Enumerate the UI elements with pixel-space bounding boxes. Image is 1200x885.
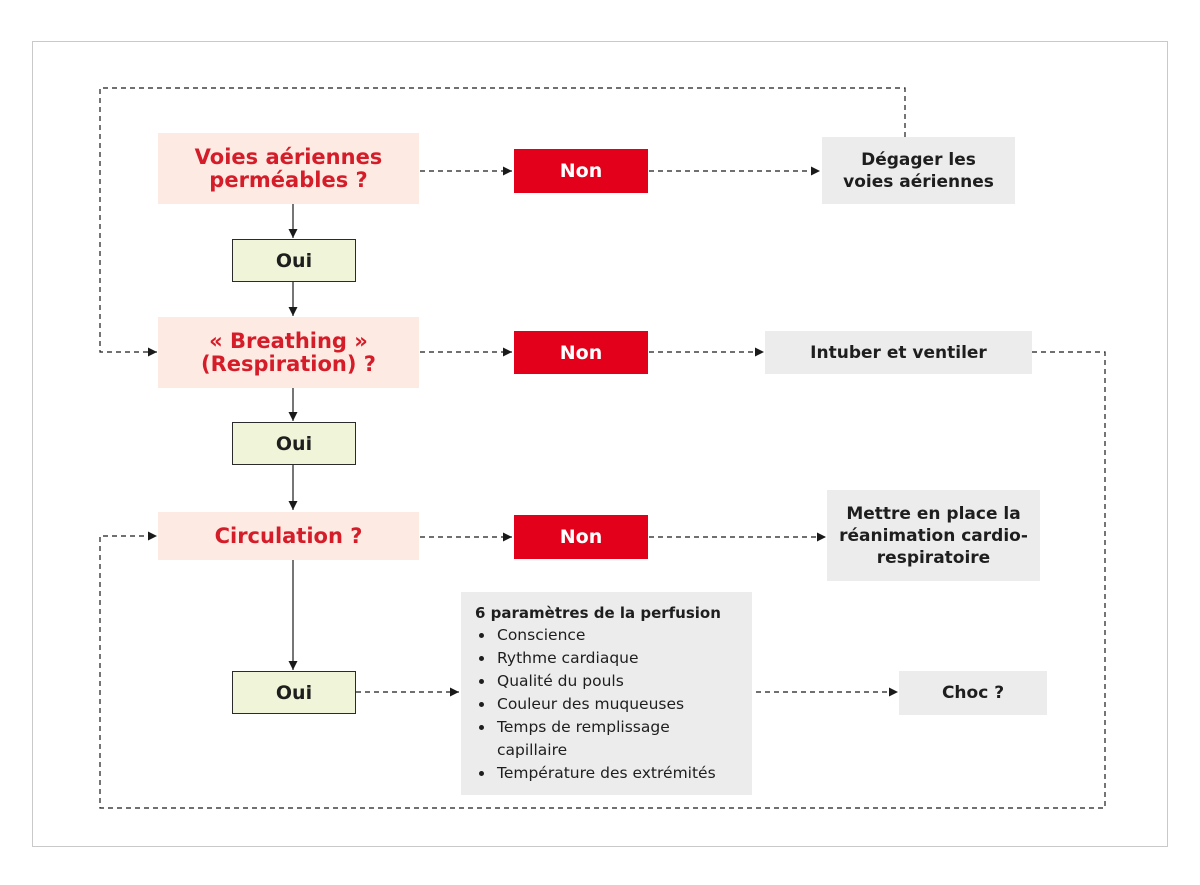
action-shock: Choc ? [899, 671, 1047, 715]
perfusion-item: Température des extrémités [495, 762, 744, 785]
perfusion-item: Temps de remplissage capillaire [495, 716, 744, 762]
perfusion-list: Conscience Rythme cardiaque Qualité du p… [475, 624, 744, 785]
question-airway-line2: perméables ? [209, 167, 368, 192]
non-box-breathing: Non [514, 331, 648, 374]
action-intubate: Intuber et ventiler [765, 331, 1032, 374]
action-clear-airway-line2: voies aériennes [843, 171, 994, 192]
perfusion-parameters-box: 6 paramètres de la perfusion Conscience … [461, 592, 752, 795]
non-box-circulation: Non [514, 515, 648, 559]
question-airway: Voies aériennes perméables ? [158, 133, 419, 204]
non-box-airway: Non [514, 149, 648, 193]
diagram-frame [32, 41, 1168, 847]
perfusion-item: Conscience [495, 624, 744, 647]
action-clear-airway-line1: Dégager les [861, 149, 976, 170]
question-breathing-line1: « Breathing » [209, 328, 368, 353]
oui-box-breathing: Oui [232, 422, 356, 465]
action-cpr: Mettre en place la réanimation cardio- r… [827, 490, 1040, 581]
perfusion-title: 6 paramètres de la perfusion [475, 604, 721, 622]
perfusion-item: Rythme cardiaque [495, 647, 744, 670]
question-breathing: « Breathing » (Respiration) ? [158, 317, 419, 388]
loop-back-to-breathing [99, 87, 906, 357]
perfusion-item: Qualité du pouls [495, 670, 744, 693]
question-circulation: Circulation ? [158, 512, 419, 560]
action-clear-airway: Dégager les voies aériennes [822, 137, 1015, 204]
oui-box-airway: Oui [232, 239, 356, 282]
action-cpr-line3: respiratoire [876, 547, 991, 568]
action-cpr-line1: Mettre en place la [846, 503, 1021, 524]
action-cpr-line2: réanimation cardio- [839, 525, 1028, 546]
question-breathing-line2: (Respiration) ? [201, 351, 376, 376]
oui-box-circulation: Oui [232, 671, 356, 714]
perfusion-item: Couleur des muqueuses [495, 693, 744, 716]
question-airway-line1: Voies aériennes [194, 144, 383, 169]
